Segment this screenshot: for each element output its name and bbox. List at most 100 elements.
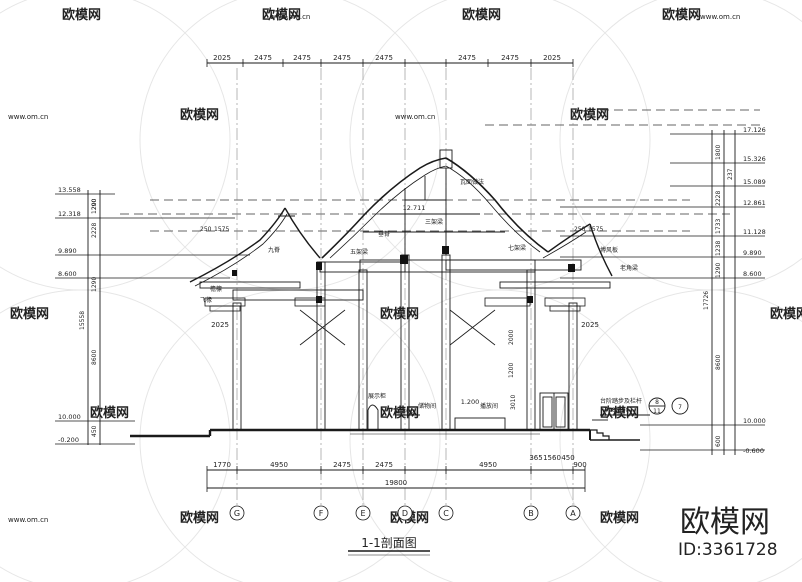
vertical-dim: 1238 — [715, 241, 722, 256]
room-label: 储物间 — [418, 402, 436, 410]
grid-label-d: D — [402, 509, 408, 518]
elevation-label: 11.128 — [743, 228, 766, 236]
elevation-label: 10.000 — [743, 417, 766, 425]
bottom-dim: 450 — [561, 454, 574, 462]
watermark-text: 欧模网 — [180, 510, 219, 526]
grid-bubble — [229, 505, 245, 521]
vertical-dim: 1800 — [715, 145, 722, 160]
grid-label-b: B — [528, 509, 534, 518]
stair-note: 详98ZJ901 — [602, 406, 633, 414]
elevation-label: 8.600 — [58, 270, 77, 278]
watermark-url: www.om.cn — [8, 113, 48, 121]
watermark-text: 欧模网 — [570, 107, 609, 123]
vertical-dim: 600 — [715, 435, 722, 447]
grid-axes: G F E D C B A — [229, 505, 581, 521]
bracket-dim: 250 — [574, 226, 586, 233]
top-dim: 2475 — [501, 54, 519, 62]
grid-label-e: E — [360, 509, 365, 518]
brand-logo-text: 欧模网 — [680, 505, 770, 540]
elevation-label: -0.200 — [58, 436, 79, 444]
component-label: 博风板 — [600, 246, 618, 254]
detail-ref-top: 8 — [655, 399, 659, 406]
component-label: 七架梁 — [508, 244, 526, 252]
grid-bubble — [523, 505, 539, 521]
grid-bubble — [397, 505, 413, 521]
bottom-dim: 2475 — [333, 461, 351, 469]
model-id: ID:3361728 — [678, 540, 778, 560]
watermark-text: 欧模网 — [62, 7, 101, 23]
grid-label-f: F — [319, 509, 324, 518]
watermark-text: 欧模网 — [462, 7, 501, 23]
bracket-dim: 250 — [200, 226, 212, 233]
vertical-dim: 2228 — [91, 223, 98, 238]
vertical-dim: 1290 — [91, 277, 98, 292]
watermark-url: www.om.cn — [8, 516, 48, 524]
component-label: 檐檩 — [210, 285, 222, 293]
top-dim: 2475 — [375, 54, 393, 62]
vertical-dim: 15558 — [79, 311, 86, 330]
watermark-url: www.om.cn — [395, 113, 435, 121]
grid-bubble — [565, 505, 581, 521]
bottom-dim: 1770 — [213, 461, 231, 469]
elevation-label: 9.890 — [743, 249, 762, 257]
top-dim: 2475 — [254, 54, 272, 62]
watermark-text: 欧模网 — [600, 510, 639, 526]
watermark-text: 欧模网 — [90, 405, 129, 421]
elevation-label: 10.000 — [58, 413, 81, 421]
vertical-dim: 200 — [91, 198, 98, 210]
vertical-dim: 3010 — [510, 395, 517, 410]
watermark-text: 欧模网 — [662, 7, 701, 23]
watermark-text: 欧模网 — [180, 107, 219, 123]
right-elevations: 17.126 15.326 15.089 12.861 11.128 9.890… — [703, 126, 766, 455]
grid-label-g: G — [234, 509, 240, 518]
top-dim: 2475 — [458, 54, 476, 62]
component-label: 垂脊 — [378, 230, 390, 238]
total-dim: 19800 — [385, 479, 407, 487]
elevation-label: 1.200 — [461, 398, 480, 406]
drawing-title: 1-1剖面图 — [361, 536, 417, 550]
elevation-label: 13.558 — [58, 186, 81, 194]
vertical-dim: 2228 — [715, 191, 722, 206]
watermark-text: 欧模网 — [770, 306, 802, 322]
component-label: 九脊 — [268, 246, 280, 254]
vertical-dim: 1733 — [715, 219, 722, 234]
top-dim: 2475 — [333, 54, 351, 62]
bottom-dim: 365 — [529, 454, 542, 462]
watermark-text: 欧模网 — [10, 306, 49, 322]
component-label: 五架梁 — [350, 248, 368, 256]
elevation-label: 12.711 — [403, 204, 426, 212]
bottom-dim: 900 — [573, 461, 586, 469]
grid-bubble — [313, 505, 329, 521]
elevation-label: 15.326 — [743, 155, 766, 163]
vertical-dim: 450 — [91, 425, 98, 437]
vertical-dim: 1290 — [91, 199, 98, 214]
bottom-dim: 2475 — [375, 461, 393, 469]
top-dimensions: 2025 2475 2475 2475 2475 2475 2475 2025 — [213, 54, 561, 62]
elevation-label: 12.318 — [58, 210, 81, 218]
bracket-dim: 2025 — [581, 321, 599, 329]
grid-bubble — [355, 505, 371, 521]
watermark-text: 欧模网 — [380, 306, 419, 322]
room-label: 播放间 — [480, 402, 498, 410]
room-label: 展示柜 — [368, 392, 386, 400]
vertical-dim: 17726 — [703, 291, 710, 310]
elevation-label: 1.800 — [396, 407, 415, 415]
elevation-label: 12.861 — [743, 199, 766, 207]
bracket-dim: 2025 — [211, 321, 229, 329]
watermark-url: www.om.cn — [700, 13, 740, 21]
interior-annotations: 12.711 1.800 1.200 3010 2000 1200 2025 2… — [200, 178, 682, 415]
grid-label-a: A — [570, 509, 576, 518]
detail-ref-right: 7 — [678, 404, 682, 411]
elevation-label: -0.600 — [743, 447, 764, 455]
bottom-dim: 4950 — [270, 461, 288, 469]
top-dim: 2025 — [213, 54, 231, 62]
bottom-dim: 4950 — [479, 461, 497, 469]
component-label: 飞椽 — [200, 296, 212, 304]
vertical-dim: 8600 — [91, 350, 98, 365]
brand-stamp: 欧模网 ID:3361728 — [678, 505, 778, 560]
bottom-dimensions: 1770 4950 2475 2475 4950 365 1560 450 90… — [213, 454, 587, 487]
detail-ref-bottom: 11 — [653, 408, 661, 415]
vertical-dim: 1200 — [508, 363, 515, 378]
